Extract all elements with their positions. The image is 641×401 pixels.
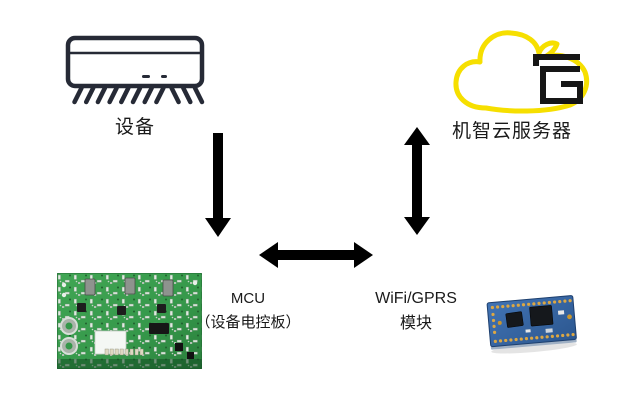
- mcu-control-board-photo: [57, 273, 202, 369]
- mcu-label-line2: （设备电控板）: [195, 314, 301, 331]
- wifi-module-label: WiFi/GPRS 模块: [366, 287, 466, 337]
- device-label: 设备: [114, 117, 155, 138]
- cloud-logo-glyph: [533, 54, 583, 104]
- gizwits-cloud-icon: [453, 30, 590, 114]
- arrow-device-to-mcu: [205, 133, 231, 237]
- mcu-label-line1: MCU: [230, 290, 266, 307]
- module-pins: [490, 299, 575, 343]
- mcu-label: MCU （设备电控板）: [183, 287, 313, 335]
- airflow-lines: [72, 85, 205, 105]
- arrow-cloud-to-wifi: [404, 127, 430, 235]
- arrow-mcu-to-wifi: [259, 242, 373, 268]
- air-conditioner-icon: [65, 35, 205, 105]
- wifi-gprs-module-photo: [485, 291, 582, 357]
- wifi-label-line1: WiFi/GPRS: [375, 290, 457, 307]
- wifi-label-line2: 模块: [399, 314, 432, 332]
- cloud-server-label: 机智云服务器: [451, 121, 572, 142]
